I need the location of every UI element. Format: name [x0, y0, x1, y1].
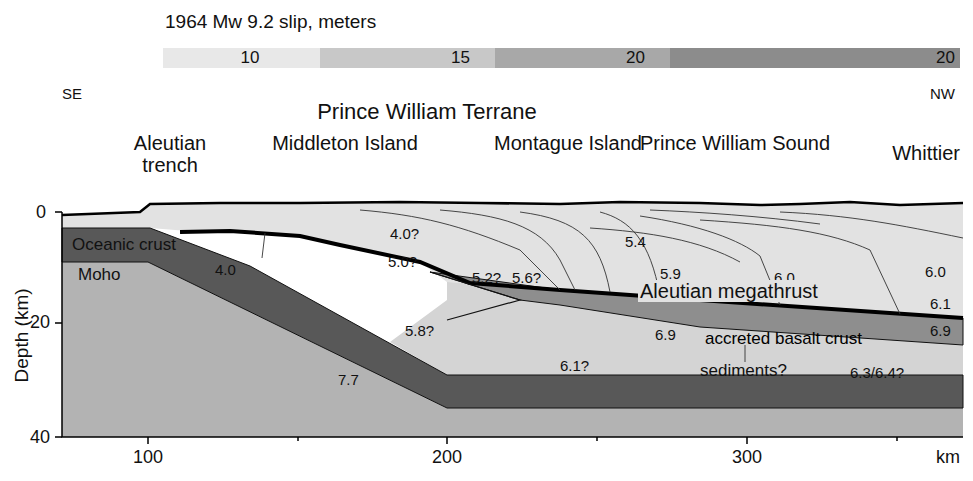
- velocity-value: 6.1: [930, 296, 951, 313]
- slip-value: 15: [451, 49, 470, 68]
- velocity-value: 4.0: [215, 262, 236, 279]
- velocity-value: 4.0?: [390, 226, 419, 243]
- velocity-value: 5.8?: [405, 323, 434, 340]
- velocity-value: 5.0?: [388, 254, 417, 271]
- velocity-value: 6.3/6.4?: [850, 365, 904, 382]
- place-name: Montague Island: [494, 132, 642, 154]
- velocity-value: 5.4: [625, 234, 646, 251]
- tick-label: 40: [30, 428, 50, 448]
- tick-label: 200: [432, 448, 462, 468]
- orientation: SE: [62, 86, 82, 103]
- legend-title: 1964 Mw 9.2 slip, meters: [165, 12, 376, 33]
- unit-label: accreted basalt crust: [705, 330, 862, 349]
- slip-swatch: [670, 48, 960, 68]
- terrane-name: Prince William Terrane: [317, 100, 537, 124]
- velocity-value: 6.9: [655, 327, 676, 344]
- velocity-value: 6.1?: [560, 358, 589, 375]
- slip-value: 20: [936, 49, 955, 68]
- place-name: Whittier: [892, 142, 960, 164]
- velocity-value: 5.2?: [472, 270, 501, 287]
- velocity-value: 7.7: [338, 372, 359, 389]
- tick-label: 0: [36, 203, 46, 223]
- tick-label: 100: [133, 448, 163, 468]
- orientation: NW: [930, 86, 955, 103]
- unit-label: Moho: [78, 266, 121, 285]
- tick-label: 300: [732, 448, 762, 468]
- unit-label: Oceanic crust: [72, 236, 176, 255]
- unit-label: sediments?: [700, 362, 787, 381]
- place-name: Middleton Island: [272, 132, 418, 154]
- velocity-value: 5.6?: [512, 270, 541, 287]
- tick-label: 20: [30, 313, 50, 333]
- slip-value: 10: [241, 49, 260, 68]
- place-name: Aleutian trench: [125, 132, 215, 176]
- axis-title: Depth (km): [12, 288, 33, 382]
- place-name: Prince William Sound: [640, 132, 830, 154]
- velocity-value: 6.0: [925, 264, 946, 281]
- tick-label: km: [936, 448, 960, 468]
- slip-value: 20: [626, 49, 645, 68]
- velocity-value: 6.9: [930, 323, 951, 340]
- unit-label: Aleutian megathrust: [638, 280, 820, 302]
